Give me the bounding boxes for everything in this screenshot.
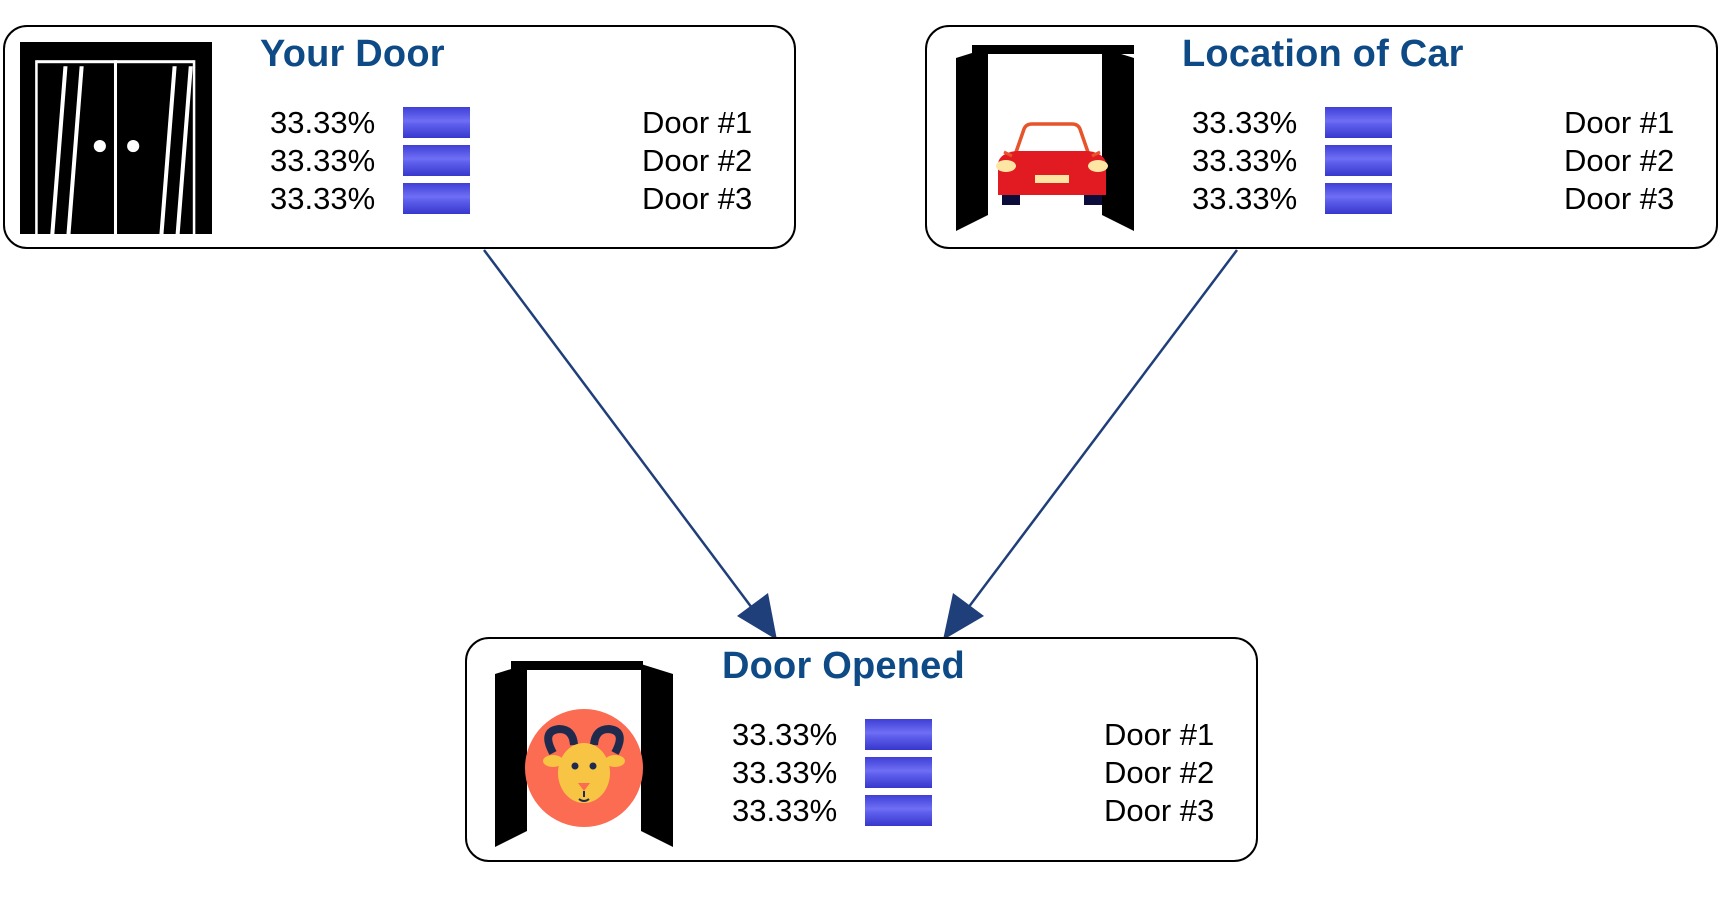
- probability-bar: [865, 719, 932, 750]
- node-your-door[interactable]: Your Door 33.33% Door #1 33.33% Door #2 …: [3, 25, 796, 249]
- state-label: Door #3: [1104, 793, 1215, 828]
- node-title: Door Opened: [722, 645, 965, 687]
- arrowhead-icon: [737, 593, 777, 640]
- probability-bar: [865, 795, 932, 826]
- state-list: 33.33% Door #1 33.33% Door #2 33.33% Doo…: [270, 104, 770, 218]
- state-row: 33.33% Door #1: [270, 104, 770, 142]
- edge-your-door-to-door-opened: [482, 249, 777, 640]
- probability-bar: [403, 107, 470, 138]
- probability-bar: [403, 183, 470, 214]
- state-list: 33.33% Door #1 33.33% Door #2 33.33% Doo…: [1192, 104, 1692, 218]
- state-label: Door #2: [1564, 143, 1675, 178]
- state-percent: 33.33%: [732, 717, 838, 752]
- edge-location-of-car-to-door-opened: [943, 249, 1238, 640]
- state-label: Door #1: [642, 105, 753, 140]
- state-row: 33.33% Door #3: [1192, 180, 1692, 218]
- state-percent: 33.33%: [1192, 143, 1298, 178]
- state-row: 33.33% Door #2: [732, 754, 1232, 792]
- state-label: Door #3: [1564, 181, 1675, 216]
- state-percent: 33.33%: [270, 105, 376, 140]
- state-list: 33.33% Door #1 33.33% Door #2 33.33% Doo…: [732, 716, 1232, 830]
- state-percent: 33.33%: [270, 143, 376, 178]
- arrowhead-icon: [943, 593, 984, 640]
- state-label: Door #1: [1104, 717, 1215, 752]
- goat-in-doorway-icon: [495, 661, 673, 847]
- state-percent: 33.33%: [732, 755, 838, 790]
- probability-bar: [1325, 145, 1392, 176]
- probability-bar: [1325, 183, 1392, 214]
- sliding-door-icon: [20, 42, 212, 234]
- node-title: Location of Car: [1182, 33, 1464, 75]
- probability-bar: [1325, 107, 1392, 138]
- state-percent: 33.33%: [1192, 105, 1298, 140]
- state-label: Door #3: [642, 181, 753, 216]
- state-row: 33.33% Door #3: [732, 792, 1232, 830]
- car-in-doorway-icon: [956, 45, 1134, 231]
- state-row: 33.33% Door #1: [1192, 104, 1692, 142]
- node-location-of-car[interactable]: Location of Car 33.33% Door #1 33.33% Do…: [925, 25, 1718, 249]
- probability-bar: [865, 757, 932, 788]
- state-label: Door #1: [1564, 105, 1675, 140]
- node-door-opened[interactable]: Door Opened 33.33% Door #1 33.33% Door #…: [465, 637, 1258, 862]
- state-percent: 33.33%: [732, 793, 838, 828]
- state-percent: 33.33%: [1192, 181, 1298, 216]
- state-label: Door #2: [642, 143, 753, 178]
- state-row: 33.33% Door #1: [732, 716, 1232, 754]
- probability-bar: [403, 145, 470, 176]
- state-row: 33.33% Door #2: [1192, 142, 1692, 180]
- node-title: Your Door: [260, 33, 445, 75]
- state-percent: 33.33%: [270, 181, 376, 216]
- state-row: 33.33% Door #2: [270, 142, 770, 180]
- state-label: Door #2: [1104, 755, 1215, 790]
- state-row: 33.33% Door #3: [270, 180, 770, 218]
